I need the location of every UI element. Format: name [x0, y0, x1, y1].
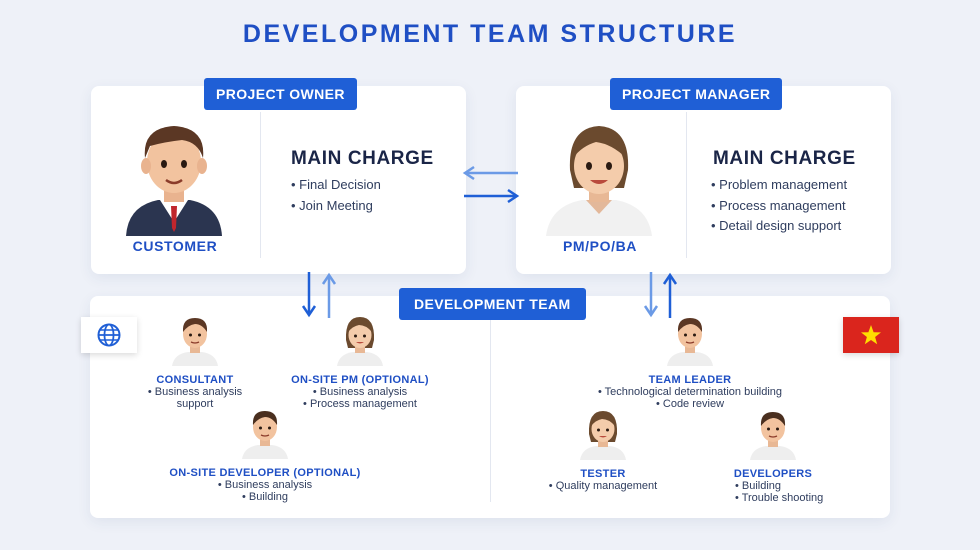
customer-label: CUSTOMER [132, 238, 218, 254]
developers-desc: • Trouble shooting [735, 491, 824, 504]
consultant-avatar-icon [172, 318, 218, 366]
onsite-pm-desc: • Business analysis [312, 386, 408, 398]
onsite-developer-name: ON-SITE DEVELOPER (OPTIONAL) [169, 467, 361, 479]
manager-charge-item: • Detail design support [711, 218, 842, 233]
pm-avatar-icon [546, 126, 652, 236]
developers-member: DEVELOPERS • Building • Trouble shooting [713, 408, 833, 504]
onsite-pm-member: ON-SITE PM (OPTIONAL) • Business analysi… [280, 314, 440, 410]
owner-charge-item: • Join Meeting [291, 197, 373, 213]
manager-charge-item: • Process management [711, 197, 846, 213]
owner-up-arrow-icon [321, 272, 337, 318]
consultant-desc: • Business analysis [147, 386, 243, 398]
development-team-badge: DEVELOPMENT TEAM [399, 288, 586, 320]
manager-charge-list: • Problem management • Process managemen… [711, 175, 847, 237]
owner-charge-item: • Final Decision [291, 177, 381, 192]
project-manager-badge: PROJECT MANAGER [610, 78, 783, 110]
pm-po-ba-label: PM/PO/BA [562, 238, 638, 254]
team-leader-avatar-icon [667, 318, 713, 366]
tester-desc: • Quality management [548, 480, 658, 492]
onsite-pm-avatar-icon [337, 317, 383, 366]
project-owner-badge: PROJECT OWNER [204, 78, 357, 110]
page-title: DEVELOPMENT TEAM STRUCTURE [242, 20, 738, 48]
tester-member: TESTER • Quality management [538, 408, 668, 493]
owner-card-divider [260, 112, 261, 258]
team-leader-desc: • Technological determination building [597, 386, 783, 398]
customer-avatar-icon [126, 126, 222, 236]
onsite-developer-avatar-icon [242, 411, 288, 459]
team-leader-desc: • Code review [655, 397, 725, 410]
owner-down-arrow-icon [301, 272, 317, 318]
owner-main-charge-title: MAIN CHARGE [291, 148, 434, 169]
arrow-left-icon [462, 165, 518, 181]
developers-name: DEVELOPERS [733, 468, 813, 480]
developers-avatar-icon [750, 412, 796, 460]
globe-icon [81, 317, 137, 353]
vietnam-flag-icon [843, 317, 899, 353]
team-leader-name: TEAM LEADER [648, 374, 732, 386]
onsite-developer-desc: • Business analysis [217, 479, 313, 491]
onsite-developer-member: ON-SITE DEVELOPER (OPTIONAL) • Business … [160, 407, 370, 503]
tester-avatar-icon [580, 411, 626, 460]
owner-charge-list: • Final Decision • Join Meeting [291, 175, 381, 216]
manager-up-arrow-icon [662, 272, 678, 318]
onsite-developer-desc: • Building [241, 490, 289, 503]
consultant-name: CONSULTANT [156, 374, 234, 386]
onsite-pm-name: ON-SITE PM (OPTIONAL) [291, 374, 429, 386]
developers-desc: • Building [735, 480, 782, 492]
tester-name: TESTER [580, 468, 626, 480]
manager-main-charge-title: MAIN CHARGE [713, 148, 856, 169]
consultant-member: CONSULTANT • Business analysis support [120, 314, 270, 410]
arrow-right-icon [464, 188, 520, 204]
manager-down-arrow-icon [643, 272, 659, 318]
team-leader-member: TEAM LEADER • Technological determinatio… [580, 314, 800, 410]
manager-charge-item: • Problem management [711, 177, 848, 192]
manager-card-divider [686, 112, 687, 258]
consultant-desc: support [176, 397, 214, 410]
dev-team-divider [490, 320, 491, 502]
onsite-pm-desc: • Process management [303, 397, 417, 410]
